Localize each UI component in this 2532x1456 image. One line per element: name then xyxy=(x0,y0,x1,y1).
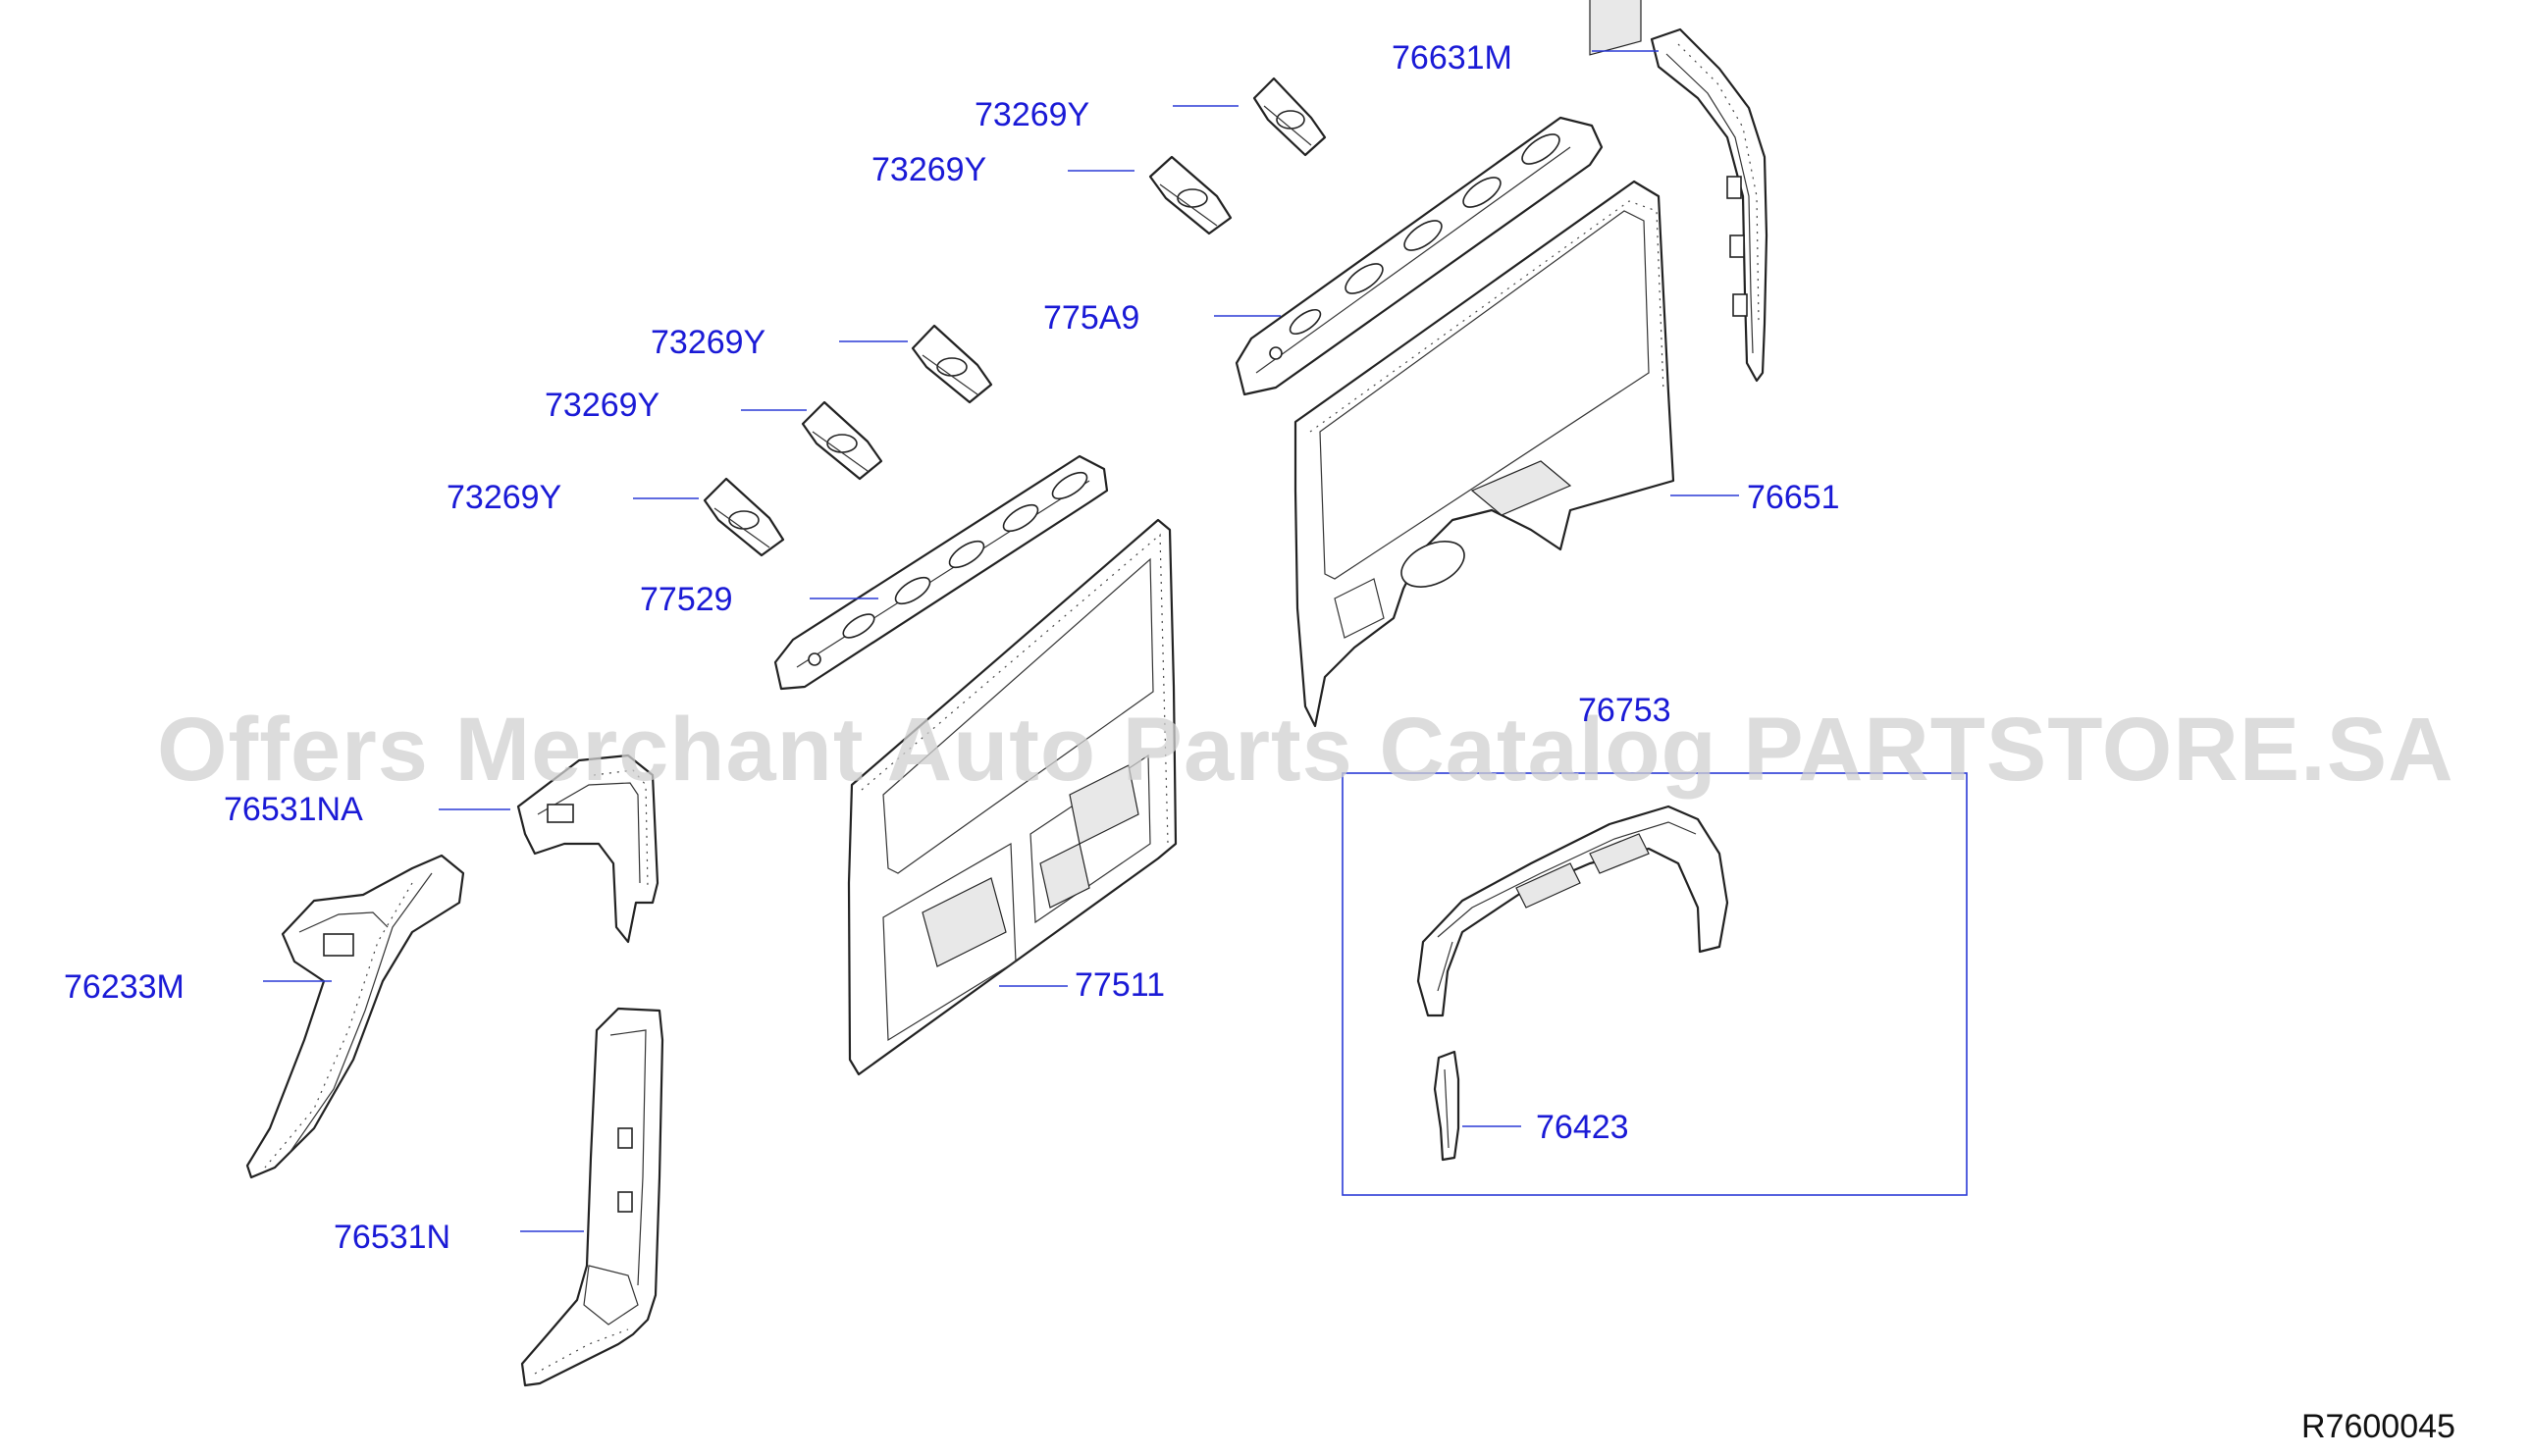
part-76531NA-drawing[interactable] xyxy=(516,754,659,944)
part-76531N-drawing[interactable] xyxy=(520,1007,664,1387)
part-73269Y-bracket-a[interactable] xyxy=(1252,77,1327,157)
label-73269Y-b[interactable]: 73269Y xyxy=(871,151,986,188)
part-775A9-drawing[interactable] xyxy=(1235,116,1604,396)
label-73269Y-a[interactable]: 73269Y xyxy=(975,96,1089,133)
label-775A9[interactable]: 775A9 xyxy=(1043,299,1139,337)
label-73269Y-e[interactable]: 73269Y xyxy=(447,479,561,516)
part-77511-drawing[interactable] xyxy=(847,518,1178,1076)
diagram-reference-code: R7600045 xyxy=(2301,1408,2455,1445)
label-77511[interactable]: 77511 xyxy=(1075,966,1165,1004)
label-76631M[interactable]: 76631M xyxy=(1392,39,1512,77)
label-76531NA[interactable]: 76531NA xyxy=(224,791,363,828)
label-76423[interactable]: 76423 xyxy=(1536,1109,1629,1146)
part-73269Y-bracket-e[interactable] xyxy=(703,477,785,557)
label-76531N[interactable]: 76531N xyxy=(334,1219,450,1256)
label-76651[interactable]: 76651 xyxy=(1747,479,1840,516)
part-76233M-drawing[interactable] xyxy=(245,854,465,1179)
label-76753[interactable]: 76753 xyxy=(1578,692,1671,729)
label-73269Y-c[interactable]: 73269Y xyxy=(651,324,765,361)
part-76631M-drawing[interactable] xyxy=(1650,27,1768,383)
label-77529[interactable]: 77529 xyxy=(640,581,733,618)
label-76233M[interactable]: 76233M xyxy=(64,968,185,1006)
leader-lines xyxy=(263,50,1739,1232)
part-76753-drawing[interactable] xyxy=(1416,805,1729,1017)
part-73269Y-bracket-d[interactable] xyxy=(801,400,883,481)
part-76753-group-box xyxy=(1342,772,1968,1196)
watermark-text: Offers Merchant Auto Parts Catalog PARTS… xyxy=(157,700,2454,800)
part-76651-drawing[interactable] xyxy=(1293,0,1675,728)
label-73269Y-d[interactable]: 73269Y xyxy=(545,387,659,424)
part-73269Y-bracket-b[interactable] xyxy=(1148,155,1233,235)
part-73269Y-bracket-c[interactable] xyxy=(911,324,993,404)
part-77529-drawing[interactable] xyxy=(773,454,1109,691)
part-76423-drawing[interactable] xyxy=(1433,1050,1460,1162)
